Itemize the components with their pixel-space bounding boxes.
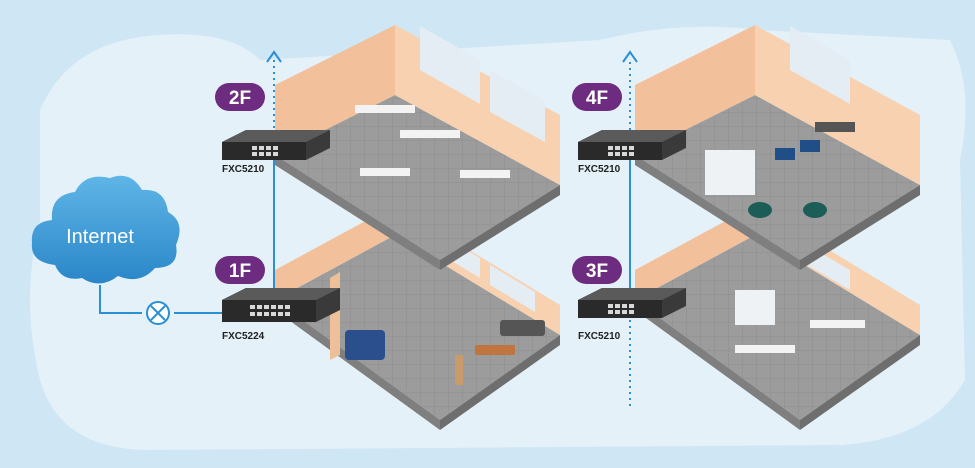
cloud-icon <box>31 175 180 284</box>
floor-badge-4f: 4F <box>572 83 622 111</box>
arrow-up-icon <box>266 50 282 63</box>
floor-badge-3f: 3F <box>572 256 622 284</box>
switch-model-label-1f: FXC5224 <box>222 331 265 342</box>
network-switch-icon <box>578 288 686 318</box>
arrow-up-icon <box>622 50 638 63</box>
switch-model-label-3f: FXC5210 <box>578 331 621 342</box>
floor-badge-1f: 1F <box>215 256 265 284</box>
internet-to-router-line <box>99 285 142 314</box>
switch-model-label-2f: FXC5210 <box>222 164 265 175</box>
svg-text:1F: 1F <box>229 261 251 282</box>
network-switch-icon <box>222 288 340 322</box>
switch-model-label-4f: FXC5210 <box>578 164 621 175</box>
network-switch-icon <box>222 130 330 160</box>
network-switch-icon <box>578 130 686 160</box>
floor-badge-2f: 2F <box>215 83 265 111</box>
connection-lines <box>99 58 631 408</box>
svg-text:4F: 4F <box>586 88 608 109</box>
router-icon <box>146 301 170 325</box>
internet-label: Internet <box>66 226 134 248</box>
svg-text:3F: 3F <box>586 261 608 282</box>
floor-2f-room <box>275 25 560 270</box>
floor-4f-room <box>635 25 920 270</box>
floor-3f-room <box>635 205 920 430</box>
svg-text:2F: 2F <box>229 88 251 109</box>
